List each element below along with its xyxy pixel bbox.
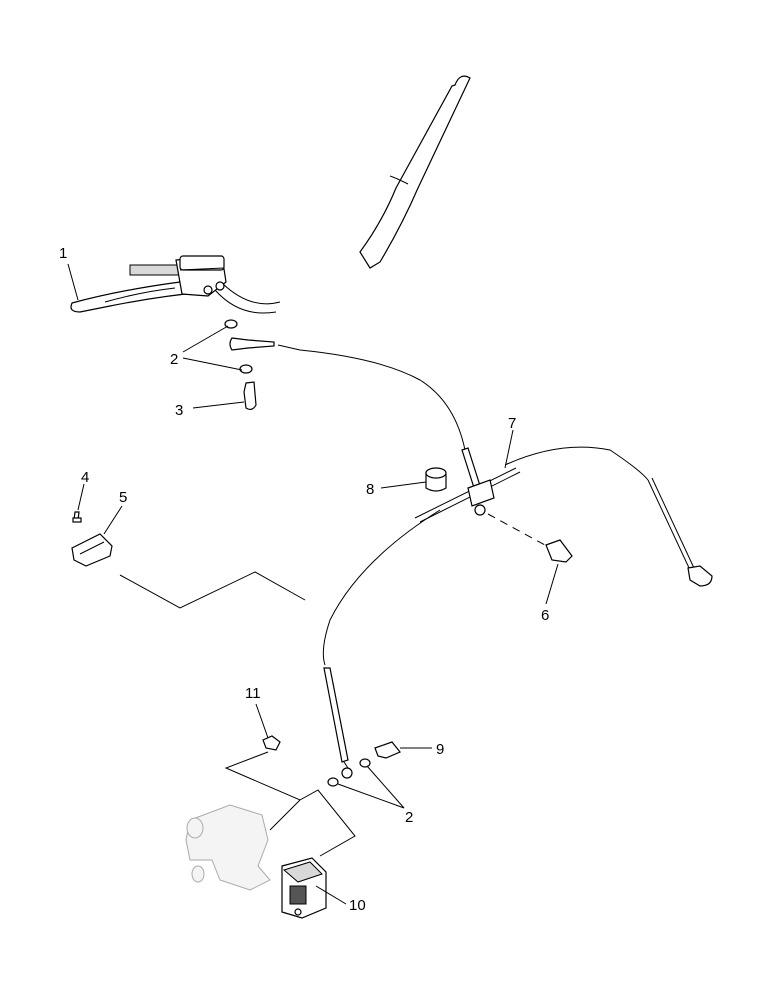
brake-caliper xyxy=(281,857,327,919)
leader-lines xyxy=(67,263,559,905)
bracket-assembly xyxy=(71,511,306,609)
upper-hardware xyxy=(224,319,275,411)
callout-10: 10 xyxy=(349,897,366,914)
callout-1: 1 xyxy=(59,245,67,262)
callout-5: 5 xyxy=(119,489,127,506)
callout-4: 4 xyxy=(81,469,89,486)
lower-hardware xyxy=(224,735,401,857)
callout-2-lower: 2 xyxy=(405,809,413,826)
callout-7: 7 xyxy=(508,415,516,432)
master-cylinder-lever xyxy=(70,255,227,313)
handlebar xyxy=(214,75,471,314)
steering-knuckle xyxy=(185,804,271,891)
callout-2-upper: 2 xyxy=(170,351,178,368)
callout-6: 6 xyxy=(541,607,549,624)
callout-labels: 1 2 3 4 5 6 7 8 9 2 10 11 xyxy=(59,245,549,914)
callout-8: 8 xyxy=(366,481,374,498)
hose-guide-assembly xyxy=(414,446,713,587)
brake-hose xyxy=(277,344,466,779)
callout-11: 11 xyxy=(245,685,261,702)
callout-3: 3 xyxy=(175,402,183,419)
callout-9: 9 xyxy=(436,741,444,758)
